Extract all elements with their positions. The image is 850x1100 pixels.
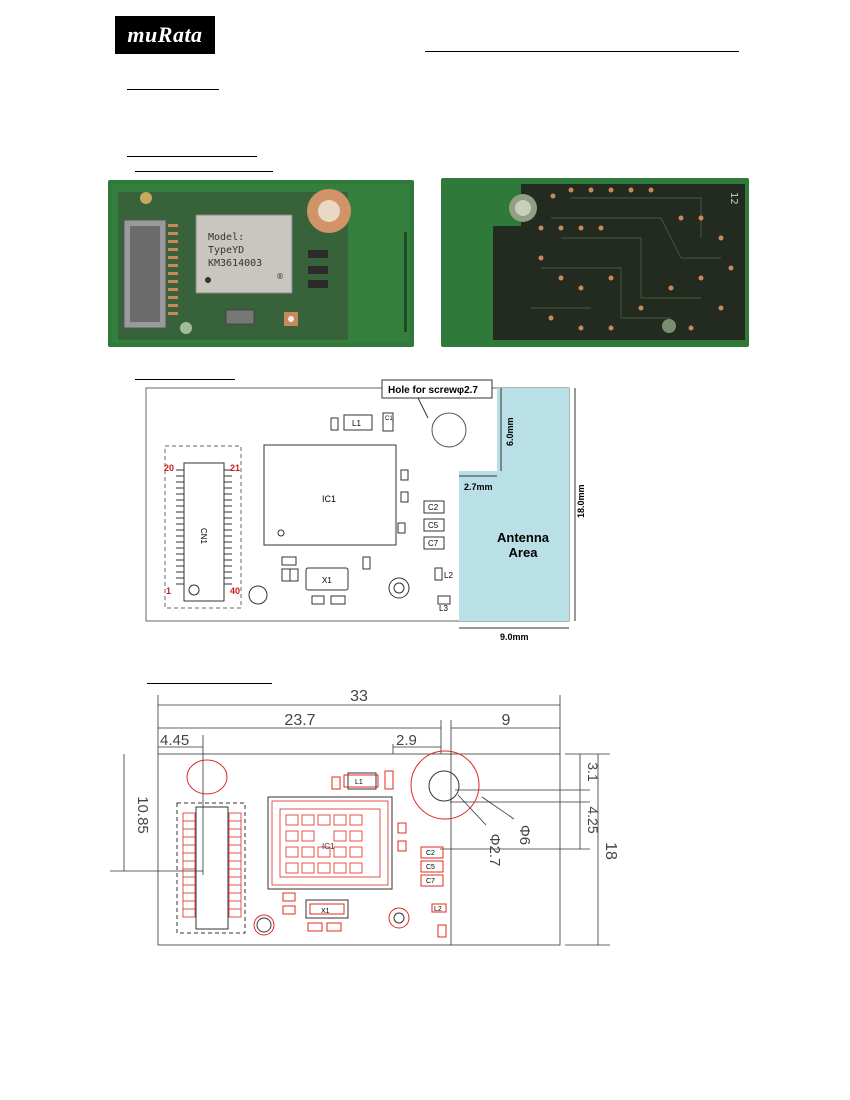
dim-3-1: 3.1 (585, 762, 601, 782)
ic1-outline (263, 444, 397, 546)
pin-21: 21 (230, 463, 240, 473)
hole-callout-box (381, 379, 493, 399)
section-rule-1 (127, 89, 219, 90)
dim-4-45: 4.45 (160, 732, 189, 749)
l2-ref: L2 (434, 906, 442, 913)
x1-label: X1 (322, 576, 332, 585)
chip-mark: ® (276, 272, 284, 281)
header-rule (425, 51, 739, 52)
l3-label: L3 (439, 604, 448, 613)
dim-10-85: 10.85 (134, 796, 151, 834)
dim-phi-6: Φ6 (516, 825, 533, 845)
chip-label-3: KM3614003 (208, 258, 262, 269)
dim-notch-width: 2.7mm (464, 482, 493, 492)
screw-hole (431, 412, 467, 448)
layout-diagram: Antenna Area Hole for screwφ2.7 18.0mm 9… (145, 379, 586, 642)
dim-2-9: 2.9 (396, 732, 417, 749)
l2-label: L2 (444, 571, 453, 580)
pcb-photo-top: Model: TypeYD KM3614003 ® (108, 180, 414, 347)
pcb-photo-bottom: 12 (441, 178, 749, 347)
antenna-label-2: Area (509, 545, 539, 560)
hole-callout: Hole for screwφ2.7 (388, 385, 478, 396)
pin-1: 1 (166, 586, 171, 596)
c5-label: C5 (428, 521, 439, 530)
dim-9: 9 (502, 712, 511, 729)
dim-23-7: 23.7 (284, 712, 315, 729)
dim-width: 9.0mm (500, 632, 529, 642)
connector-body (183, 462, 225, 602)
pcb-bottom-svg: 12 (441, 178, 749, 347)
ic1-label: IC1 (322, 494, 336, 504)
c2-label: C2 (428, 503, 439, 512)
antenna-label-1: Antenna (497, 530, 550, 545)
antenna-area (459, 388, 569, 621)
x1-ref: X1 (321, 908, 330, 915)
pin-20: 20 (164, 463, 174, 473)
dim-phi-2-7: Φ2.7 (486, 834, 503, 867)
l1-label: L1 (352, 419, 361, 428)
section-rule-4 (135, 379, 235, 380)
connector-ref: CN1 (199, 528, 208, 545)
chip-label-1: Model: (208, 232, 244, 243)
logo-text: muRata (127, 22, 203, 47)
dim-18: 18 (602, 842, 619, 860)
pin-40: 40 (230, 586, 240, 596)
c1-label: C1 (385, 416, 393, 422)
connector-outline (164, 445, 242, 609)
chip-label-2: TypeYD (208, 245, 244, 256)
pcb-top-svg: Model: TypeYD KM3614003 ® (108, 180, 414, 347)
c7-ref: C7 (426, 878, 435, 885)
c5-ref: C5 (426, 864, 435, 871)
corner-label: 12 (728, 192, 739, 205)
dim-33: 33 (350, 688, 368, 705)
dim-notch-height: 6.0mm (505, 417, 515, 446)
section-rule-5 (147, 683, 272, 684)
c7-label: C7 (428, 539, 439, 548)
l1-ref: L1 (355, 779, 363, 786)
dimension-drawing: 33 23.7 9 4.45 2.9 10.85 3.1 4.25 18 Φ2.… (110, 688, 619, 946)
dim-height: 18.0mm (576, 484, 586, 518)
dim-4-25: 4.25 (585, 806, 601, 833)
section-rule-2 (127, 156, 257, 157)
section-rule-3 (135, 171, 273, 172)
ic1-ref: IC1 (322, 842, 335, 851)
murata-logo: muRata (115, 16, 215, 54)
c2-ref: C2 (426, 850, 435, 857)
hole-phi6 (410, 750, 480, 820)
hole-phi27 (428, 770, 460, 802)
